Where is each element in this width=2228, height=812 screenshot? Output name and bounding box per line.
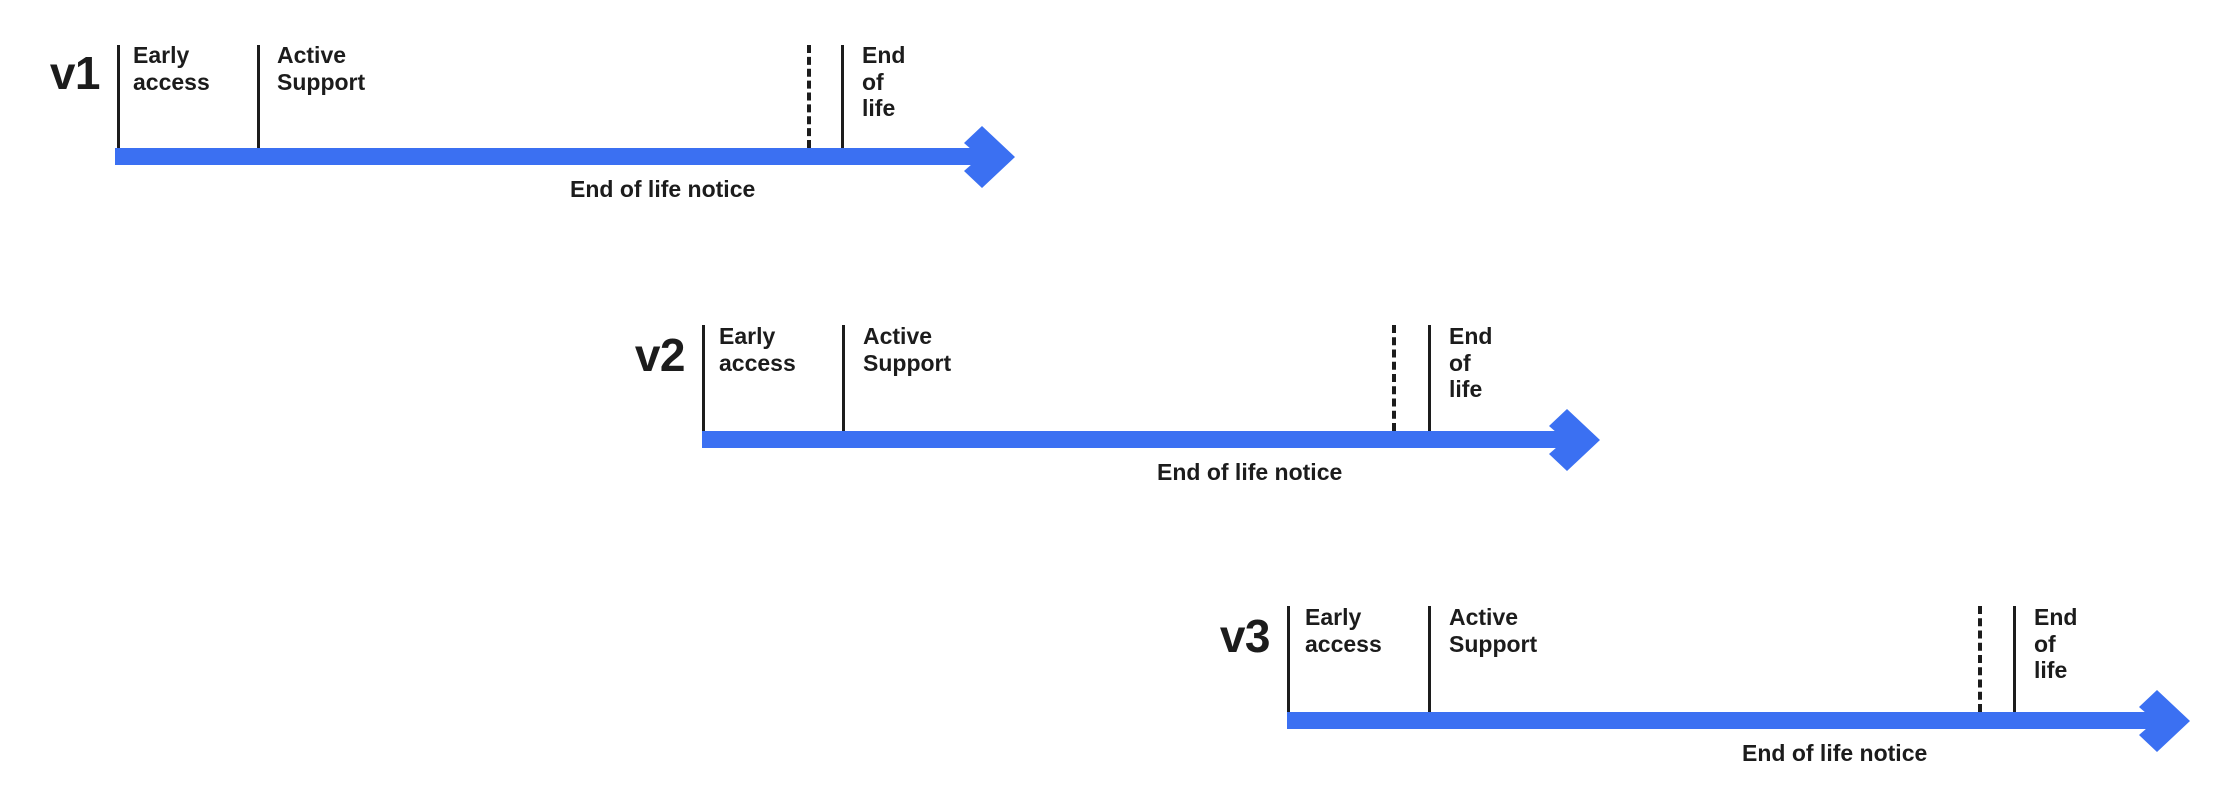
phase-divider-v1-end-of-life-start — [841, 45, 844, 148]
phase-divider-v3-active-support-start — [1428, 606, 1431, 712]
phase-divider-v1-active-support-start — [257, 45, 260, 148]
timeline-arrowhead-v3 — [2139, 690, 2190, 752]
phase-divider-v1-early-access-start — [117, 45, 120, 148]
phase-label-v2-early-access: Early access — [719, 323, 796, 376]
phase-label-v3-end-of-life: End of life — [2034, 604, 2078, 684]
bar-caption-v3: End of life notice — [1742, 740, 1928, 766]
timeline-arrowhead-v1 — [964, 126, 1015, 188]
phase-label-v1-end-of-life: End of life — [862, 42, 906, 122]
timeline-bar-v1 — [115, 148, 985, 165]
phase-divider-v3-early-access-start — [1287, 606, 1290, 712]
phase-label-v3-active-support: Active Support — [1449, 604, 1538, 657]
phase-label-v2-active-support: Active Support — [863, 323, 952, 376]
phase-divider-v3-end-of-life-start — [2013, 606, 2016, 712]
version-label-v3: v3 — [1219, 610, 1271, 662]
timeline-bar-v3 — [1287, 712, 2160, 729]
timeline-arrowhead-v2 — [1549, 409, 1600, 471]
phase-label-v2-end-of-life: End of life — [1449, 323, 1493, 403]
phase-divider-v2-early-access-start — [702, 325, 705, 431]
phase-divider-v2-active-support-start — [842, 325, 845, 431]
notice-marker-v1 — [807, 45, 811, 148]
version-label-v2: v2 — [634, 329, 686, 381]
timeline-bar-v2 — [702, 431, 1570, 448]
version-label-v1: v1 — [49, 47, 101, 99]
phase-label-v1-early-access: Early access — [133, 42, 210, 95]
phase-divider-v2-end-of-life-start — [1428, 325, 1431, 431]
notice-marker-v2 — [1392, 325, 1396, 431]
notice-marker-v3 — [1978, 606, 1982, 712]
bar-caption-v2: End of life notice — [1157, 459, 1343, 485]
phase-label-v1-active-support: Active Support — [277, 42, 366, 95]
bar-caption-v1: End of life notice — [570, 176, 756, 202]
phase-label-v3-early-access: Early access — [1305, 604, 1382, 657]
